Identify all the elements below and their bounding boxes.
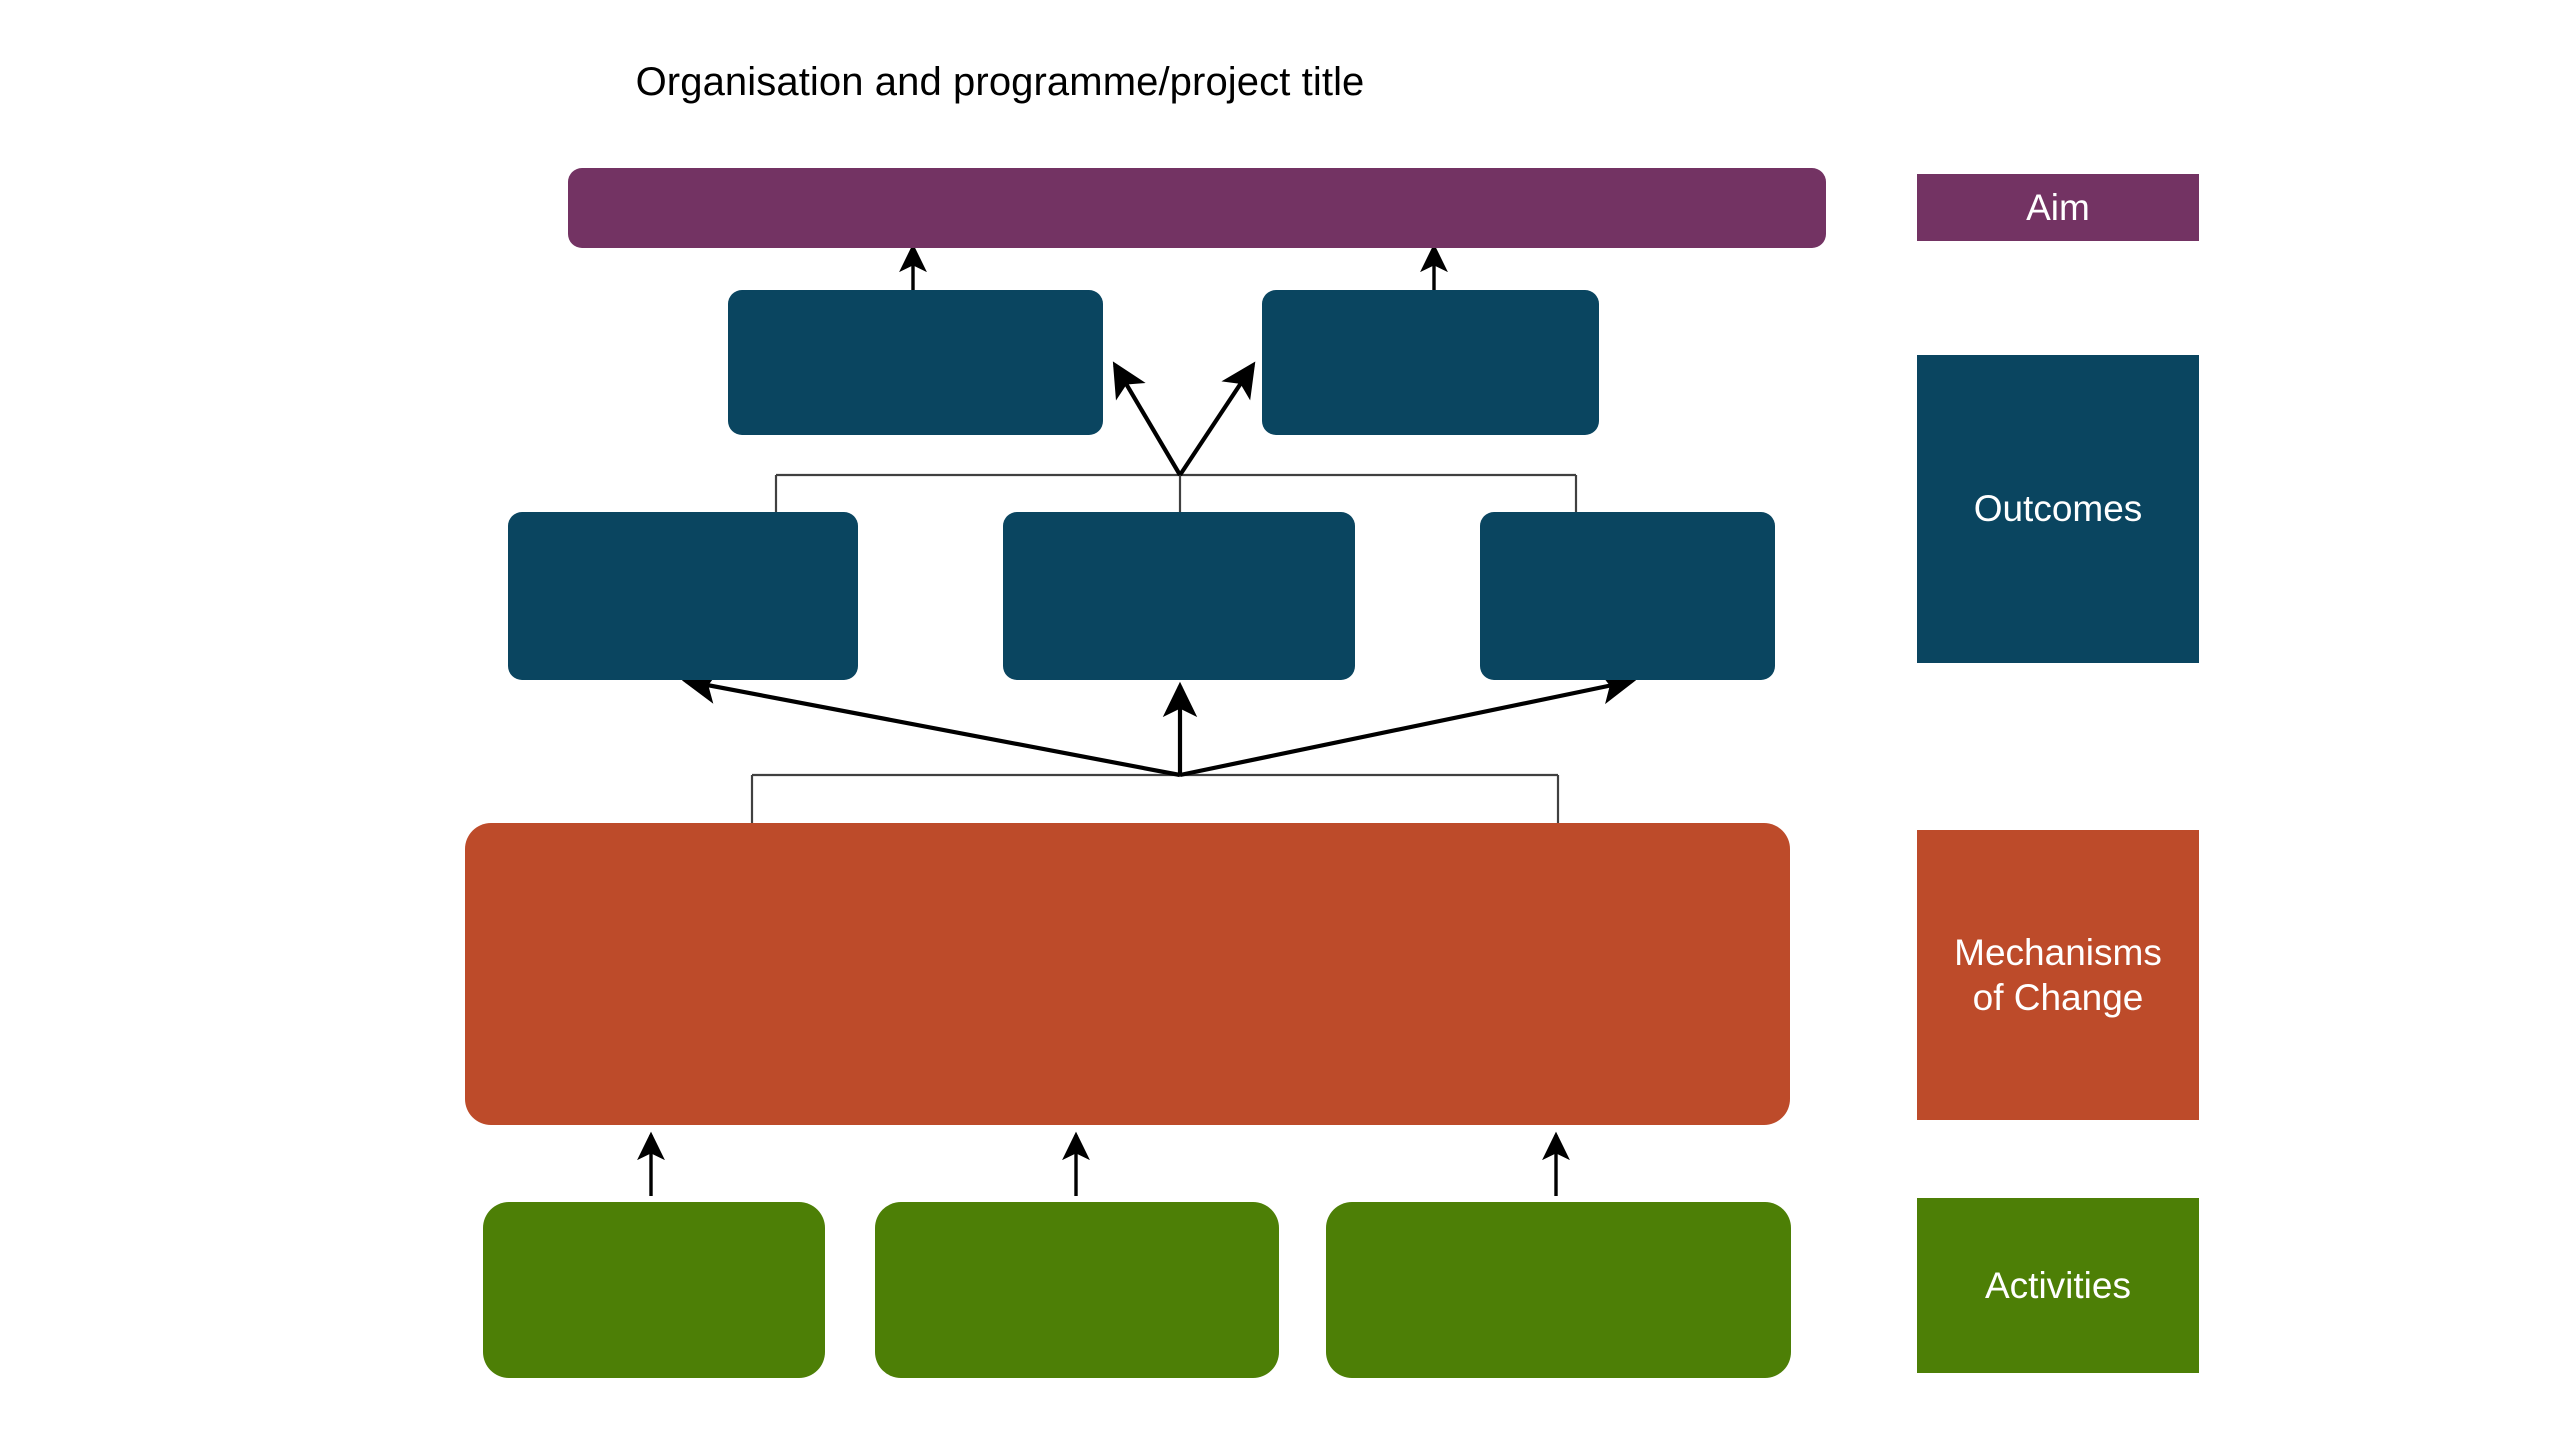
legend-item-mechanisms-of-change-label: Mechanisms of Change <box>1954 931 2162 1018</box>
legend-item-mechanisms-of-change[interactable]: Mechanisms of Change <box>1917 830 2199 1120</box>
arrow-lower-outcomes-to-upper-left <box>1112 361 1182 477</box>
legend-item-outcomes-label: Outcomes <box>1973 488 2143 530</box>
outcome-upper-box-2[interactable] <box>1262 290 1599 435</box>
activity-box-2[interactable] <box>875 1202 1279 1378</box>
mechanisms-of-change-bar[interactable] <box>465 823 1790 1125</box>
legend-item-aim[interactable]: Aim <box>1917 174 2199 241</box>
arrow-lower-outcomes-to-upper-right <box>1178 361 1256 477</box>
outcome-lower-box-2[interactable] <box>1003 512 1355 680</box>
arrow-mechanisms-to-outcome-right <box>1179 670 1637 778</box>
outcome-lower-box-1[interactable] <box>508 512 858 680</box>
legend-item-activities[interactable]: Activities <box>1917 1198 2199 1373</box>
aim-bar[interactable] <box>568 168 1826 248</box>
legend-item-outcomes[interactable]: Outcomes <box>1917 355 2199 663</box>
page-title: Organisation and programme/project title <box>635 60 1365 104</box>
legend-item-aim-label: Aim <box>2026 186 2090 228</box>
legend-item-activities-label: Activities <box>1985 1264 2131 1306</box>
arrow-mechanisms-to-outcome-left <box>681 669 1181 778</box>
activity-box-3[interactable] <box>1326 1202 1791 1378</box>
outcome-lower-box-3[interactable] <box>1480 512 1775 680</box>
activity-box-1[interactable] <box>483 1202 825 1378</box>
outcome-upper-box-1[interactable] <box>728 290 1103 435</box>
